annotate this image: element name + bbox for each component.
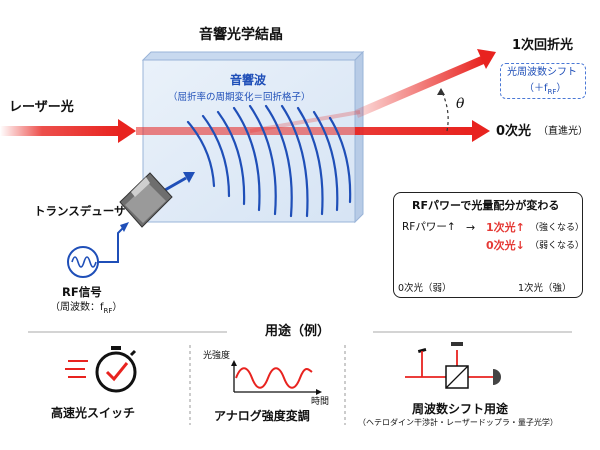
rf-signal-source — [67, 246, 99, 278]
zero-order-weak-label: 0次光（弱） — [398, 283, 452, 294]
rf-power-box — [393, 192, 583, 298]
input-laser-beam — [0, 119, 136, 143]
acousto-optic-crystal — [141, 50, 365, 224]
diffraction-angle-arc — [437, 88, 449, 132]
use-frequency-shift-note: （ヘテロダイン干渉計・レーザードップラ・量子光学） — [358, 418, 558, 427]
rf-signal-label: RF信号 — [62, 285, 102, 299]
intensity-modulation-plot — [231, 360, 322, 395]
zero-order-beam — [355, 120, 490, 142]
plot-ylabel: 光強度 — [203, 351, 231, 361]
first-order-strong-label: 1次光（強） — [518, 283, 572, 294]
crystal-title: 音響光学結晶 — [199, 27, 283, 43]
zero-order-note: （直進光） — [538, 126, 588, 137]
acoustic-wave-note: （屈折率の周期変化＝回折格子） — [168, 92, 311, 103]
use-analog-modulation: アナログ強度変調 — [214, 409, 310, 423]
uses-title: 用途（例） — [265, 324, 331, 339]
zero-order-decrease-note: （弱くなる） — [530, 241, 585, 251]
use-frequency-shift: 周波数シフト用途 — [412, 402, 509, 416]
first-order-increase-note: （強くなる） — [530, 223, 585, 233]
rf-signal-note: （周波数：fRF） — [50, 302, 123, 315]
transducer — [119, 172, 173, 228]
frequency-shift-line2: （＋fRF） — [524, 83, 567, 96]
acoustic-wavefronts — [186, 104, 352, 218]
wave-propagation-arrow — [164, 172, 195, 192]
rf-box-title: RFパワーで光量配分が変わる — [412, 199, 560, 212]
first-order-label: 1次回折光 — [512, 38, 574, 53]
laser-input-label: レーザー光 — [9, 100, 74, 115]
theta-symbol: θ — [456, 96, 465, 112]
rf-power-up: RFパワー↑ — [402, 221, 456, 233]
acoustic-wave-label: 音響波 — [230, 73, 267, 87]
first-order-increase: 1次光↑ — [486, 221, 525, 234]
frequency-shift-line1: 光周波数シフト — [507, 67, 577, 78]
first-order-beam — [355, 49, 496, 118]
zero-order-decrease: 0次光↓ — [486, 239, 525, 252]
zero-order-label: 0次光 — [496, 124, 532, 139]
stopwatch-icon — [65, 346, 137, 393]
rf-arrow: → — [466, 221, 476, 234]
rf-cable — [98, 222, 129, 263]
transducer-label: トランスデューサ — [34, 204, 126, 218]
frequency-shift-callout — [500, 63, 586, 99]
interferometer-icon — [405, 342, 501, 389]
plot-xlabel: 時間 — [311, 397, 330, 407]
use-fast-switch: 高速光スイッチ — [51, 406, 136, 420]
